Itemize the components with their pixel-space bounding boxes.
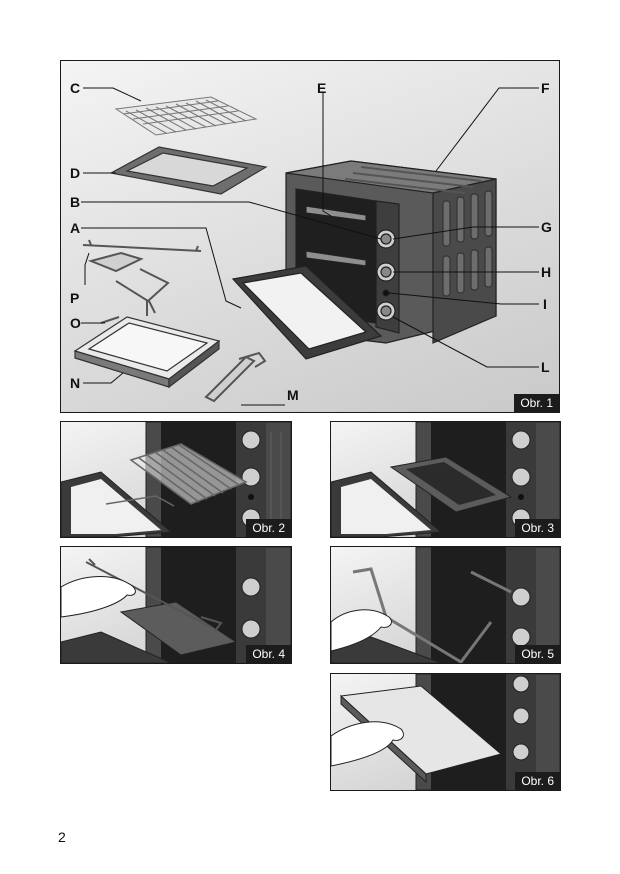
label-O: O bbox=[70, 315, 81, 331]
label-B: B bbox=[70, 194, 81, 210]
figure-2-caption: Obr. 2 bbox=[246, 519, 291, 537]
oven-door bbox=[231, 265, 383, 360]
figure-5: Obr. 5 bbox=[330, 546, 561, 664]
label-I: I bbox=[543, 296, 547, 312]
insert-spit-illustration bbox=[61, 547, 291, 663]
leader-lines bbox=[81, 87, 539, 406]
label-C: C bbox=[70, 80, 81, 96]
remove-spit-illustration bbox=[331, 547, 560, 663]
figure-6-caption: Obr. 6 bbox=[515, 772, 560, 790]
label-M: M bbox=[287, 387, 299, 403]
baking-tray bbox=[109, 146, 268, 195]
label-D: D bbox=[70, 165, 81, 181]
figure-4: Obr. 4 bbox=[60, 546, 292, 664]
figure-3: Obr. 3 bbox=[330, 421, 561, 538]
page-number: 2 bbox=[58, 829, 66, 845]
rotisserie-spit bbox=[82, 239, 202, 324]
tray-handle bbox=[204, 351, 267, 403]
insert-rack-illustration bbox=[61, 422, 291, 537]
label-A: A bbox=[70, 220, 81, 236]
insert-tray-illustration bbox=[331, 422, 560, 537]
label-E: E bbox=[317, 80, 327, 96]
oven-exploded-illustration bbox=[73, 87, 539, 406]
figure-4-caption: Obr. 4 bbox=[246, 645, 291, 663]
figure-2: Obr. 2 bbox=[60, 421, 292, 538]
figure-1: C D B A P O N M E F G H I L Obr. 1 bbox=[60, 60, 560, 413]
figure-6: Obr. 6 bbox=[330, 673, 561, 791]
crumb-tray-handle-illustration bbox=[331, 674, 560, 790]
crumb-tray bbox=[73, 316, 221, 389]
label-L: L bbox=[541, 359, 550, 375]
label-N: N bbox=[70, 375, 81, 391]
figure-5-caption: Obr. 5 bbox=[515, 645, 560, 663]
figure-1-caption: Obr. 1 bbox=[514, 394, 559, 412]
grill-rack bbox=[114, 96, 258, 136]
label-P: P bbox=[70, 290, 80, 306]
figure-3-caption: Obr. 3 bbox=[515, 519, 560, 537]
label-G: G bbox=[541, 219, 552, 235]
label-F: F bbox=[541, 80, 550, 96]
label-H: H bbox=[541, 264, 552, 280]
